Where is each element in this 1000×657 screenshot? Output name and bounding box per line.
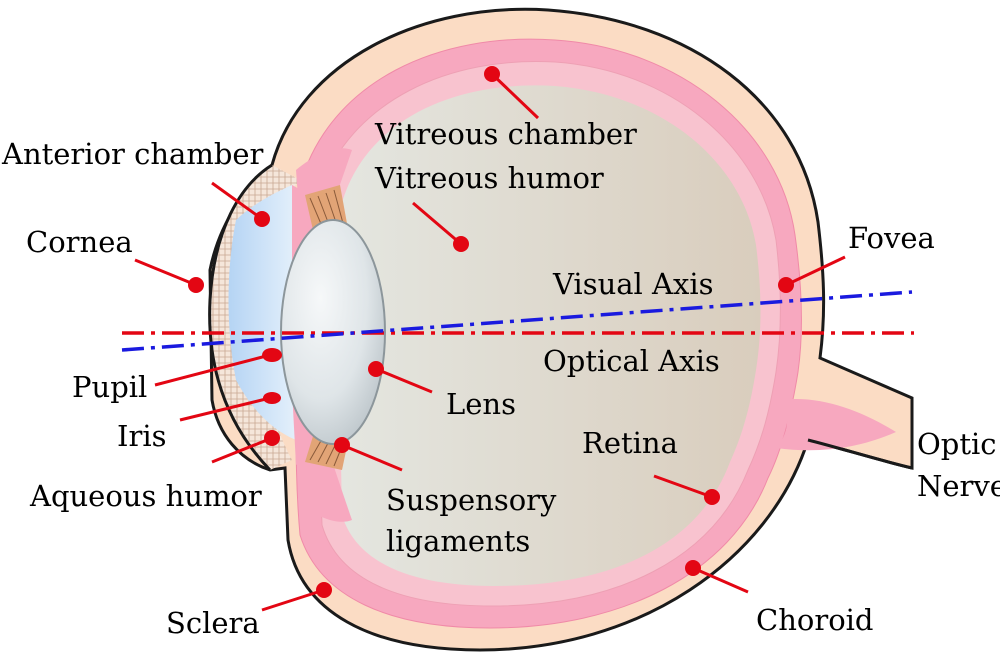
label-iris: Iris (117, 419, 166, 453)
leader-anterior-chamber (211, 181, 270, 227)
leader-pupil (154, 348, 282, 387)
label-suspensory-line1: Suspensory (386, 483, 557, 517)
label-anterior-chamber: Anterior chamber (1, 137, 264, 171)
leader-lens (368, 361, 433, 394)
visual-axis-line (121, 290, 913, 352)
optic-nerve-core (776, 399, 896, 451)
label-sclera: Sclera (166, 606, 260, 640)
label-choroid: Choroid (756, 603, 874, 637)
label-optic-line1: Optic (917, 427, 997, 461)
leader-retina (653, 474, 720, 505)
label-pupil: Pupil (72, 370, 147, 404)
cornea-front-surface (208, 163, 273, 472)
vitreous-chamber-region (340, 85, 761, 586)
leader-sclera (261, 582, 332, 612)
leader-choroid (685, 560, 749, 594)
label-suspensory-line2: ligaments (386, 524, 530, 558)
label-aqueous-humor: Aqueous humor (29, 479, 262, 513)
label-vitreous-humor: Vitreous humor (374, 161, 604, 195)
leader-fovea (778, 255, 846, 293)
label-retina: Retina (582, 426, 678, 460)
label-vitreous-chamber: Vitreous chamber (374, 117, 637, 151)
label-fovea: Fovea (848, 221, 935, 255)
leader-aqueous-humor (211, 430, 280, 464)
label-cornea: Cornea (26, 225, 133, 259)
leader-suspensory-ligaments (334, 437, 403, 472)
leader-iris (179, 392, 281, 422)
label-optic-line2: Nerve (917, 469, 1000, 503)
leader-vitreous-humor (412, 201, 469, 252)
leader-cornea (134, 258, 204, 293)
leader-vitreous-chamber (484, 66, 540, 120)
label-lens: Lens (446, 387, 516, 421)
anterior-chamber-region (228, 185, 296, 440)
label-visual-axis: Visual Axis (552, 267, 714, 301)
label-optical-axis: Optical Axis (543, 344, 720, 378)
